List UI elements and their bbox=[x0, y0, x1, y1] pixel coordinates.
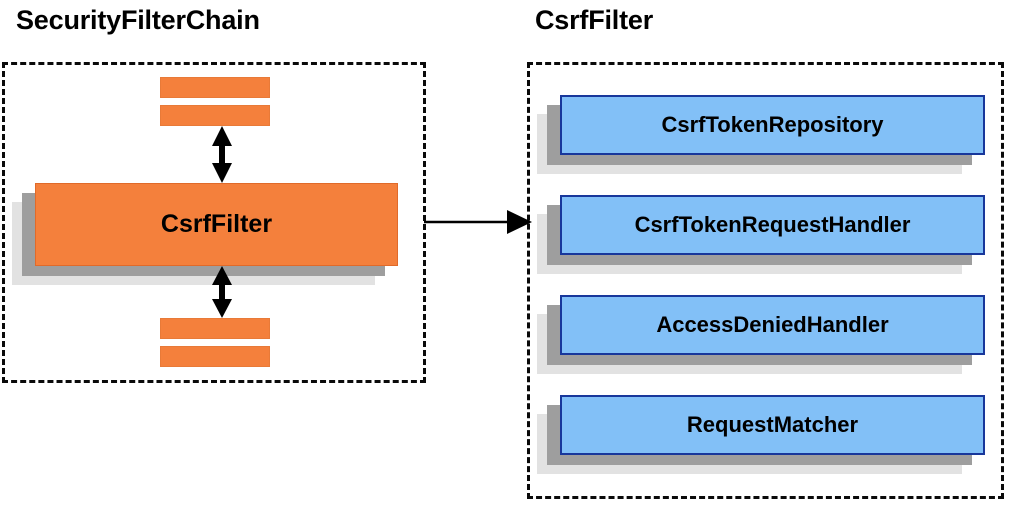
panel-title-csrf-filter: CsrfFilter bbox=[535, 5, 654, 35]
box-request-matcher-label: RequestMatcher bbox=[560, 395, 985, 455]
filter-bar-below-1 bbox=[160, 318, 270, 339]
box-request-matcher[interactable]: RequestMatcher bbox=[537, 395, 985, 474]
filter-bar-above-2 bbox=[160, 105, 270, 126]
box-access-denied-handler[interactable]: AccessDeniedHandler bbox=[537, 295, 985, 374]
panel-title-security-filter-chain: SecurityFilterChain bbox=[16, 5, 260, 35]
filter-bar-above-1 bbox=[160, 77, 270, 98]
box-csrf-token-request-handler[interactable]: CsrfTokenRequestHandler bbox=[537, 195, 985, 274]
chain-link-top-double-arrow-icon bbox=[207, 126, 237, 183]
box-csrf-token-repository-label: CsrfTokenRepository bbox=[560, 95, 985, 155]
chain-link-bottom-double-arrow-icon bbox=[207, 266, 237, 318]
box-csrf-filter-label: CsrfFilter bbox=[35, 183, 398, 266]
box-csrf-token-request-handler-label: CsrfTokenRequestHandler bbox=[560, 195, 985, 255]
panel-csrf-filter bbox=[527, 62, 1004, 499]
box-csrf-token-repository[interactable]: CsrfTokenRepository bbox=[537, 95, 985, 174]
box-access-denied-handler-label: AccessDeniedHandler bbox=[560, 295, 985, 355]
box-csrf-filter[interactable]: CsrfFilter bbox=[12, 183, 398, 285]
filter-bar-below-2 bbox=[160, 346, 270, 367]
expand-arrow-icon bbox=[424, 205, 534, 239]
